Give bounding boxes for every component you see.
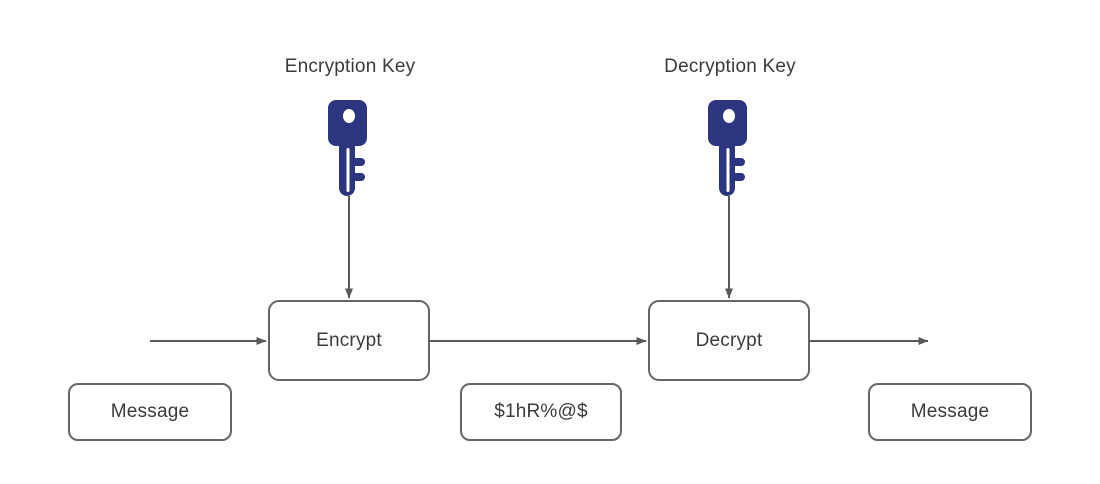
plaintext-input-label: Message: [110, 401, 190, 422]
decryption-key-label: Decryption Key: [664, 56, 796, 77]
encryption-key-label: Encryption Key: [284, 56, 416, 77]
ciphertext-box[interactable]: $1hR%@$: [460, 383, 622, 441]
key-icon: [328, 100, 367, 196]
encrypt-process-box[interactable]: Encrypt: [268, 300, 430, 381]
key-icon: [708, 100, 747, 196]
decrypt-process-box[interactable]: Decrypt: [648, 300, 810, 381]
decrypt-label: Decrypt: [695, 329, 763, 351]
plaintext-output-label: Message: [910, 401, 990, 422]
plaintext-input-box[interactable]: Message: [68, 383, 232, 441]
encrypt-label: Encrypt: [316, 329, 382, 351]
ciphertext-label: $1hR%@$: [494, 401, 588, 422]
plaintext-output-box[interactable]: Message: [868, 383, 1032, 441]
